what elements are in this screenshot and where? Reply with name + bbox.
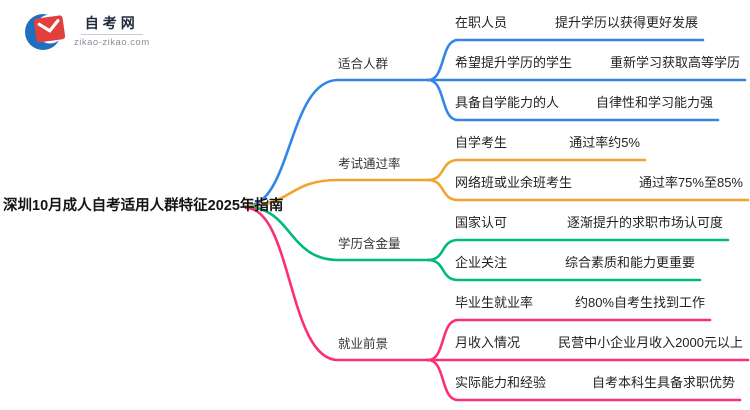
graduation-cap-icon xyxy=(25,14,66,50)
leaf-note: 自考本科生具备求职优势 xyxy=(591,374,735,390)
leaf-node-practical-ability: 实际能力和经验 自考本科生具备求职优势 xyxy=(445,370,740,400)
leaf-label: 国家认可 xyxy=(455,214,508,230)
leaf-label: 具备自学能力的人 xyxy=(455,94,560,110)
leaf-note: 重新学习获取高等学历 xyxy=(609,54,740,70)
leaf-label: 在职人员 xyxy=(455,14,508,30)
leaf-node-state-recognition: 国家认可 逐渐提升的求职市场认可度 xyxy=(445,210,728,240)
leaf-node-online-class-candidates: 网络班或业余班考生 通过率75%至85% xyxy=(445,170,748,200)
branch-label-degree-value: 学历含金量 xyxy=(338,237,401,251)
leaf-note: 民营中小企业月收入2000元以上 xyxy=(558,334,743,350)
leaf-label: 希望提升学历的学生 xyxy=(455,54,573,70)
leaf-note: 综合素质和能力更重要 xyxy=(564,254,695,270)
site-logo: 自考网 zikao-zikao.com xyxy=(24,9,150,53)
leaf-note: 通过率约5% xyxy=(569,134,640,150)
branch-label-pass-rate: 考试通过率 xyxy=(338,157,401,171)
logo-divider xyxy=(80,34,143,35)
leaf-label: 自学考生 xyxy=(455,134,508,150)
leaf-node-students: 希望提升学历的学生 重新学习获取高等学历 xyxy=(445,50,745,80)
root-topic: 深圳10月成人自考适用人群特征2025年指南 xyxy=(3,198,284,214)
leaf-label: 月收入情况 xyxy=(455,334,521,350)
leaf-label: 网络班或业余班考生 xyxy=(455,174,573,190)
leaf-label: 企业关注 xyxy=(455,254,508,270)
leaf-label: 毕业生就业率 xyxy=(455,294,534,310)
leaf-note: 通过率75%至85% xyxy=(638,174,743,190)
leaf-node-employer-focus: 企业关注 综合素质和能力更重要 xyxy=(445,250,700,280)
site-domain: zikao-zikao.com xyxy=(74,37,150,48)
leaf-note: 逐渐提升的求职市场认可度 xyxy=(566,214,723,230)
leaf-node-monthly-income: 月收入情况 民营中小企业月收入2000元以上 xyxy=(445,330,748,360)
leaf-note: 约80%自考生找到工作 xyxy=(574,294,705,310)
leaf-node-self-learners: 具备自学能力的人 自律性和学习能力强 xyxy=(445,90,718,120)
leaf-node-employed: 在职人员 提升学历以获得更好发展 xyxy=(445,10,703,40)
leaf-note: 自律性和学习能力强 xyxy=(595,94,713,110)
leaf-node-employment-rate: 毕业生就业率 约80%自考生找到工作 xyxy=(445,290,710,320)
leaf-note: 提升学历以获得更好发展 xyxy=(554,14,698,30)
leaf-node-self-study-candidates: 自学考生 通过率约5% xyxy=(445,130,645,160)
branch-label-job-prospects: 就业前景 xyxy=(338,337,389,351)
leaf-label: 实际能力和经验 xyxy=(455,374,547,390)
site-name: 自考网 xyxy=(84,15,139,31)
branch-label-suitable-people: 适合人群 xyxy=(338,57,389,71)
